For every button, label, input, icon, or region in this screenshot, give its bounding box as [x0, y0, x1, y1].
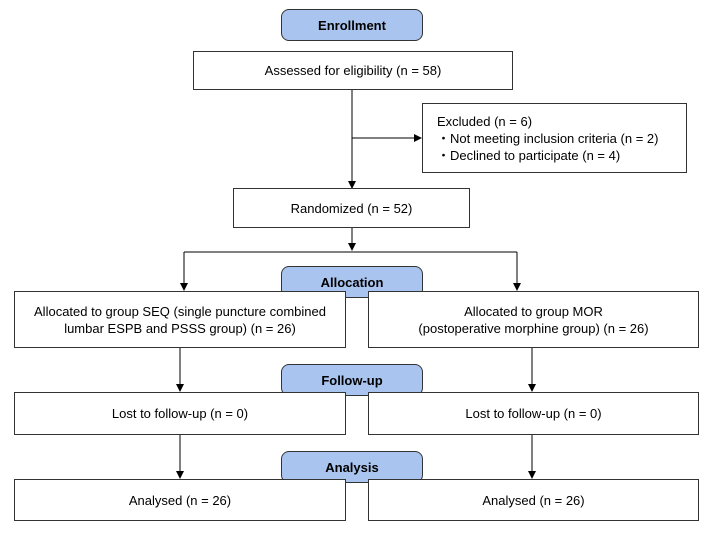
enrollment-label: Enrollment: [318, 17, 386, 33]
excluded-title: Excluded (n = 6): [437, 114, 533, 129]
assessed-box: Assessed for eligibility (n = 58): [193, 51, 513, 90]
allocated-seq-line1: Allocated to group SEQ (single puncture …: [34, 303, 326, 319]
allocated-seq-box: Allocated to group SEQ (single puncture …: [14, 291, 346, 348]
excluded-item: ・Declined to participate (n = 4): [437, 148, 621, 163]
allocated-mor-line1: Allocated to group MOR: [464, 303, 603, 319]
excluded-item: ・Not meeting inclusion criteria (n = 2): [437, 131, 659, 146]
followup-right-label: Lost to follow-up (n = 0): [465, 406, 602, 421]
randomized-box: Randomized (n = 52): [233, 188, 470, 228]
followup-left-box: Lost to follow-up (n = 0): [14, 392, 346, 435]
followup-stage: Follow-up: [281, 364, 423, 396]
followup-left-label: Lost to follow-up (n = 0): [111, 406, 249, 421]
allocation-label: Allocation: [320, 274, 384, 290]
analysis-right-label: Analysed (n = 26): [482, 492, 585, 508]
randomized-label: Randomized (n = 52): [290, 200, 413, 216]
allocated-seq-line2: lumbar ESPB and PSSS group) (n = 26): [64, 320, 296, 336]
analysis-left-box: Analysed (n = 26): [14, 479, 346, 521]
analysis-stage: Analysis: [281, 451, 423, 483]
excluded-box: Excluded (n = 6) ・Not meeting inclusion …: [422, 103, 687, 173]
followup-right-box: Lost to follow-up (n = 0): [368, 392, 699, 435]
analysis-right-box: Analysed (n = 26): [368, 479, 699, 521]
allocated-mor-line2: (postoperative morphine group) (n = 26): [418, 320, 649, 336]
assessed-label: Assessed for eligibility (n = 58): [264, 63, 442, 78]
analysis-label: Analysis: [325, 459, 379, 475]
enrollment-stage: Enrollment: [281, 9, 423, 41]
followup-label: Follow-up: [321, 372, 383, 388]
allocated-mor-box: Allocated to group MOR (postoperative mo…: [368, 291, 699, 348]
analysis-left-label: Analysed (n = 26): [128, 492, 232, 508]
